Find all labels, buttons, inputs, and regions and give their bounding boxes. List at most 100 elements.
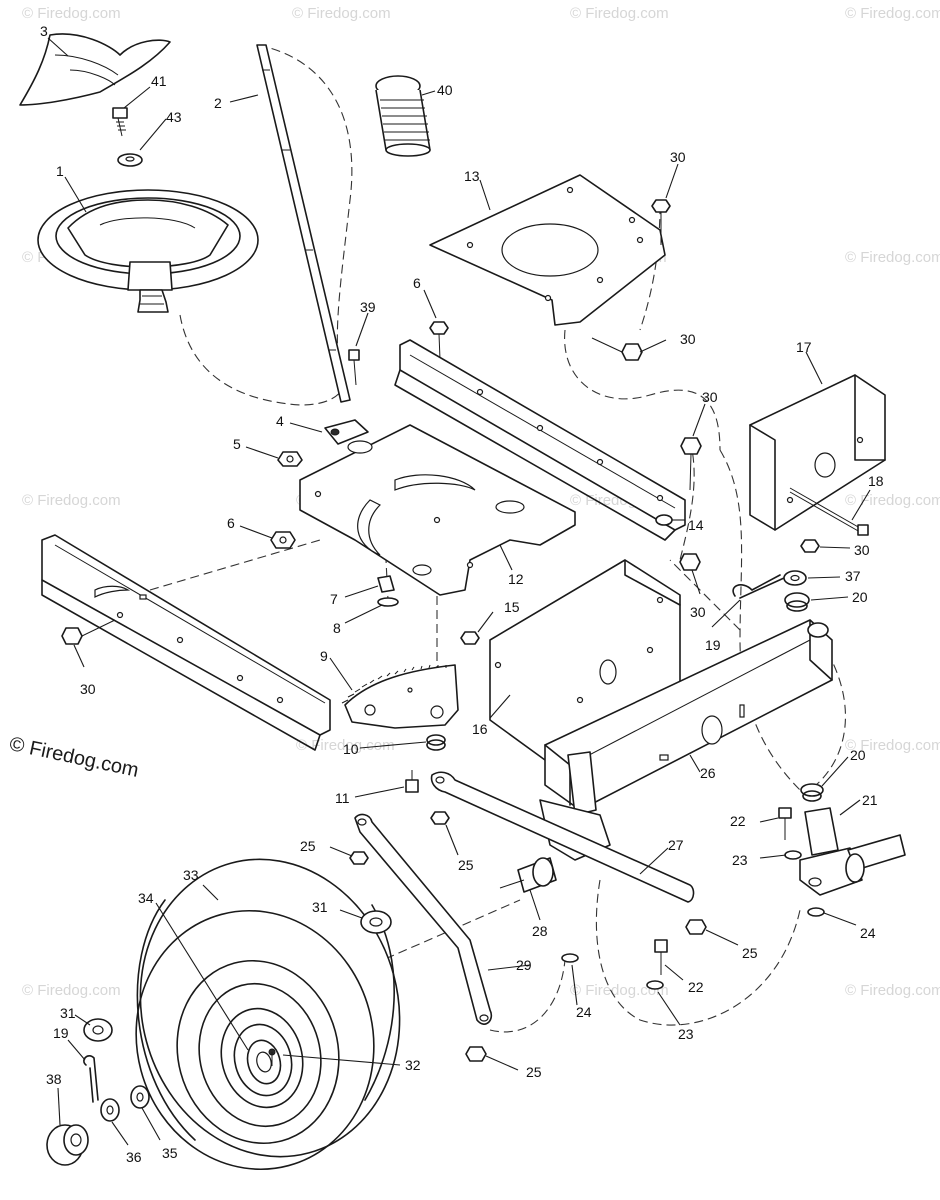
watermark-text: © Firedog.com [22,982,121,999]
side-bracket [749,374,886,531]
callout-39: 39 [360,299,376,315]
callout-22: 22 [688,979,704,995]
cap-washer-hole [125,156,135,162]
callout-31: 31 [60,1005,76,1021]
watermark-text: © Firedog.com [296,737,395,754]
callout-1: 1 [56,163,64,179]
hub-bushing-31-upper [360,910,392,934]
left-frame-rail [41,534,331,751]
washer-35 [130,1085,150,1109]
callout-30: 30 [690,604,706,620]
callout-41: 41 [151,73,167,89]
callout-5: 5 [233,436,241,452]
watermark-text: © Firedog.com [292,5,391,22]
bolt-39 [348,349,360,386]
callout-6: 6 [227,515,235,531]
callout-36: 36 [126,1149,142,1165]
watermark-text: © Firedog.com [570,5,669,22]
watermark-text: © Firedog.com [570,982,669,999]
callout-25: 25 [742,945,758,961]
washer-24 [807,907,825,917]
callout-28: 28 [532,923,548,939]
front-wheel [135,858,401,1171]
callout-32: 32 [405,1057,421,1073]
nut-5 [277,451,303,467]
callout-17: 17 [796,339,812,355]
callout-23: 23 [732,852,748,868]
callout-20: 20 [852,589,868,605]
channel-bracket [394,339,686,541]
callout-43: 43 [166,109,182,125]
spacer-7 [377,575,395,593]
callout-16: 16 [472,721,488,737]
callout-23: 23 [678,1026,694,1042]
callout-34: 34 [138,890,154,906]
bushing-20-upper [784,592,810,612]
callout-25: 25 [458,857,474,873]
callout-9: 9 [320,648,328,664]
callout-21: 21 [862,792,878,808]
steering-wheel-cap [19,33,171,106]
callout-8: 8 [333,620,341,636]
nut-25 [349,851,369,865]
coupler-pin [330,428,340,436]
callout-12: 12 [508,571,524,587]
callout-24: 24 [576,1004,592,1020]
bolt-18 [789,487,869,536]
dash-plate [429,174,666,326]
callout-40: 40 [437,82,453,98]
watermark-text: © Firedog.com [845,982,940,999]
washer-23 [784,850,802,860]
callout-14: 14 [688,517,704,533]
bushing-10 [426,734,446,751]
tie-rod [430,771,695,903]
steering-mount-plate [299,424,576,596]
steering-coupler [324,419,369,445]
nut-25 [430,811,450,825]
watermark-text: © Firedog.com [22,492,121,509]
watermark-text: © Firedog.com [845,249,940,266]
callout-18: 18 [868,473,884,489]
shaft-boot [375,75,431,157]
leader-lines [47,37,871,1146]
callout-30: 30 [80,681,96,697]
watermark-text: © Firedog.com [845,5,940,22]
screw-30 [680,437,702,491]
callout-19: 19 [53,1025,69,1041]
callout-15: 15 [504,599,520,615]
callout-4: 4 [276,413,284,429]
callout-30: 30 [670,149,686,165]
hub-bushing-31-lower [83,1018,113,1042]
sector-gear [341,664,459,729]
callout-38: 38 [46,1071,62,1087]
callout-6: 6 [413,275,421,291]
callout-30: 30 [702,389,718,405]
bolt-22-lower [654,939,668,975]
callout-labels: 3 2 41 43 1 40 13 30 30 6 39 4 5 6 30 14… [40,23,884,1165]
bolt-22-upper [778,807,792,840]
callout-31: 31 [312,899,328,915]
screw-30 [61,619,116,645]
washer-36 [100,1098,120,1122]
cotter-pin-19-lower [83,1055,99,1103]
watermark-text: © Firedog.com [22,5,121,22]
watermark-text: © Firedog.com [845,492,940,509]
callout-30: 30 [680,331,696,347]
washer-23 [646,980,664,990]
callout-35: 35 [162,1145,178,1161]
right-spindle [799,807,906,896]
washer-24 [561,953,579,963]
callout-33: 33 [183,867,199,883]
screw-30 [591,337,643,361]
callout-7: 7 [330,591,338,607]
screw-30 [679,553,701,571]
callout-26: 26 [700,765,716,781]
callout-10: 10 [343,741,359,757]
nut-15 [460,631,480,645]
watermark-text: © Firedog.com [845,737,940,754]
callout-27: 27 [668,837,684,853]
callout-25: 25 [526,1064,542,1080]
callout-24: 24 [860,925,876,941]
